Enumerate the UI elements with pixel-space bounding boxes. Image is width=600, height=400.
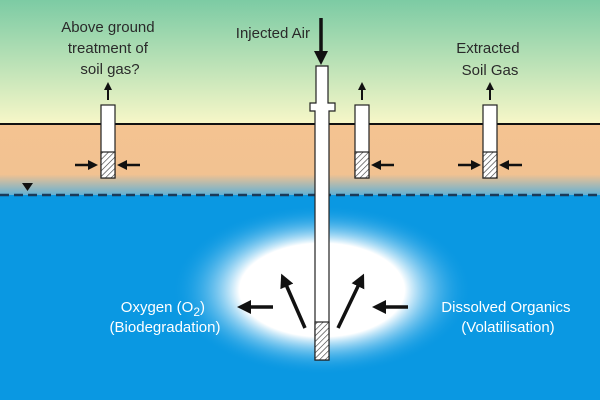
water-table-marker-icon <box>22 183 33 191</box>
air-rise-arrow-left-icon <box>280 273 307 329</box>
dissolved-organics-label: Dissolved Organics (Volatilisation) <box>441 299 574 336</box>
oxygen-label: Oxygen (O2) (Biodegradation) <box>110 299 221 336</box>
extracted-soil-gas-label: Extracted Soil Gas <box>456 40 524 79</box>
above-ground-label: Above ground treatment of soil gas? <box>61 19 159 78</box>
air-rise-arrow-right-icon <box>336 273 365 329</box>
extraction-well-left <box>75 82 140 179</box>
extraction-well-middle <box>354 82 394 179</box>
injected-air-label: Injected Air <box>236 25 310 42</box>
sky <box>0 0 600 124</box>
extraction-well-right <box>458 82 522 179</box>
unsaturated-soil <box>0 124 600 196</box>
injection-well <box>309 18 336 361</box>
